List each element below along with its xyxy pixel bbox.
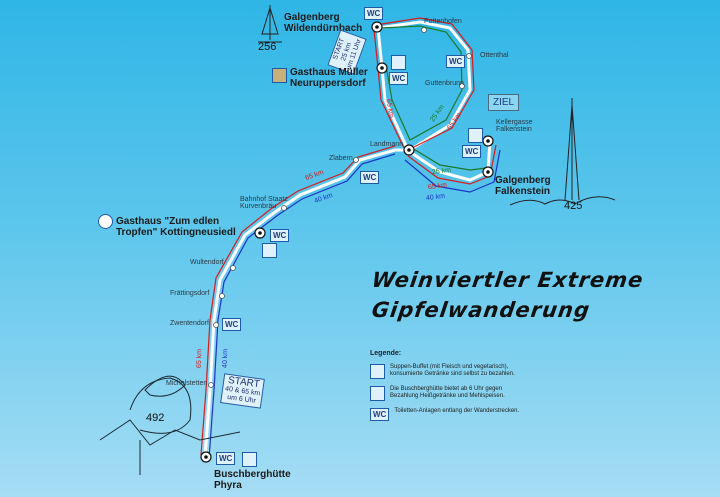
- elevation-buschberg: 492: [146, 412, 165, 424]
- wc-sign: WC: [270, 229, 290, 242]
- wc-sign: WC: [216, 452, 236, 465]
- wc-sign: WC: [370, 408, 390, 421]
- label-zlabern: Zlabern: [329, 155, 353, 162]
- label-zwentendorf: Zwentendorf: [170, 320, 209, 327]
- wc-sign: WC: [360, 171, 380, 184]
- legend: Legende: Suppen-Buffet (mit Fleisch und …: [370, 350, 525, 421]
- route-loop-red: [373, 29, 405, 149]
- ziel-sign: ZIEL: [488, 94, 520, 111]
- route-falkenstein-green: [411, 147, 487, 171]
- route-loop-red2: [381, 17, 475, 149]
- legend-item-buffet: Suppen-Buffet (mit Fleisch und vegetaris…: [390, 364, 515, 377]
- route-loop-base: [376, 20, 472, 152]
- route-loop-green: [381, 25, 463, 141]
- wc-sign: WC: [389, 72, 409, 85]
- route-65km-line: [200, 145, 396, 456]
- wc-sign: WC: [222, 318, 242, 331]
- coffee-cup-icon: [242, 452, 257, 467]
- cutlery-icon: [391, 55, 406, 70]
- route-falkenstein-base: [409, 139, 492, 182]
- cutlery-icon: [468, 128, 483, 143]
- label-fraettingsdorf: Frättingsdorf: [170, 290, 210, 297]
- route-falkenstein-blue: [404, 149, 501, 193]
- cutlery-icon: [262, 243, 277, 258]
- route-falkenstein-red: [407, 144, 497, 185]
- tropfen-logo-icon: [98, 214, 113, 229]
- label-wultendorf: Wultendorf: [190, 259, 224, 266]
- wc-sign: WC: [446, 55, 466, 68]
- legend-item-wc: Toiletten-Anlagen entlang der Wanderstre…: [394, 408, 520, 414]
- km-label-40: 40 km: [221, 348, 230, 369]
- wc-sign: WC: [462, 145, 482, 158]
- label-landmann: Landmann: [370, 141, 404, 148]
- route-base: [203, 148, 408, 458]
- title-line1: Weinviertler Extreme: [370, 268, 646, 292]
- hill-outline: [99, 375, 241, 475]
- tower-icon: [509, 98, 616, 206]
- label-guttenbrunn: Guttenbrunn: [425, 80, 464, 87]
- house-icon: [272, 68, 287, 83]
- title-line2: Gipfelwanderung: [370, 298, 592, 322]
- coffee-cup-icon: [370, 386, 385, 401]
- elevation-falkenstein: 425: [564, 200, 583, 212]
- label-michelstetten: Michelstetten: [166, 380, 208, 387]
- label-ottenthal: Ottenthal: [480, 52, 509, 59]
- label-pottenhofen: Pottenhofen: [424, 18, 462, 25]
- km-label-65: 65 km: [195, 348, 204, 369]
- legend-heading: Legende:: [370, 350, 402, 357]
- elevation-wildendurnbach: 256: [258, 41, 277, 53]
- route-40km-line: [208, 153, 396, 460]
- wc-sign: WC: [364, 7, 384, 20]
- legend-item-huette: Die Buschberghütte bietet ab 6 Uhr gegen…: [390, 386, 505, 399]
- church-icon: [258, 5, 282, 43]
- cutlery-icon: [370, 364, 385, 379]
